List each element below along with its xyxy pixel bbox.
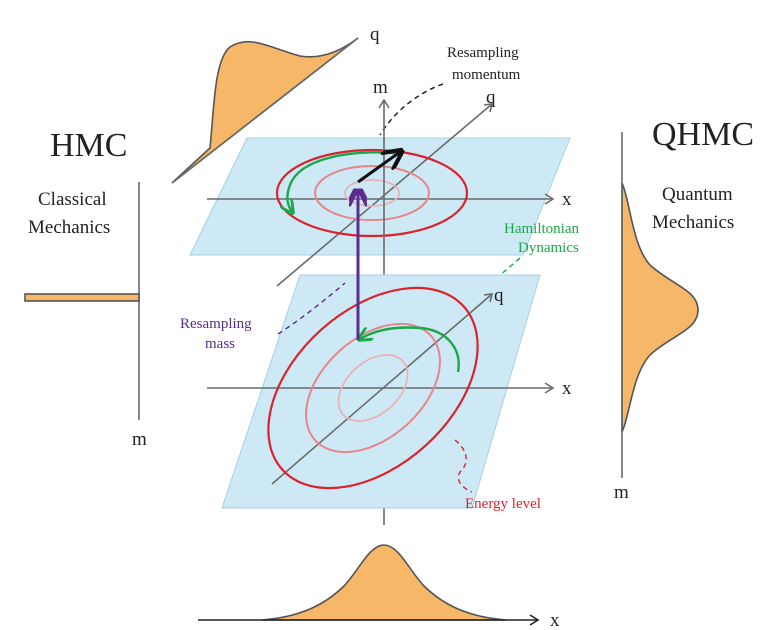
upper-phase-plane [189,137,571,256]
hmc-title: HMC [50,127,127,164]
lower-energy-level-middle [305,322,441,454]
energy-level-label: Energy level [465,496,541,512]
upper-energy-level-outer [275,148,469,238]
center-m-axis-arrow [378,98,390,109]
resampling-momentum-arrow [357,152,400,184]
resampling-mass-line2: mass [205,336,235,352]
classical-mass-distribution [24,293,140,302]
qhmc-title: QHMC [652,116,754,153]
left-m-axis-label: m [132,429,147,450]
upper-energy-level-inner [344,179,400,207]
upper-x-axis-arrow [544,193,555,205]
lower-x-axis-arrow [544,382,555,394]
lower-energy-level-inner [337,354,409,422]
lower-q-axis [271,293,493,485]
resampling-mass-line1: Resampling [180,316,252,332]
classical-label-line1: Classical [38,189,107,210]
lower-q-axis-label: q [494,285,504,306]
lower-energy-level-outer [267,286,479,490]
hamiltonian-leader [424,257,521,323]
upper-q-axis-label: q [486,87,496,108]
lower-hamiltonian-arc [360,326,460,373]
quantum-label-line2: Mechanics [652,212,734,233]
classical-label-line2: Mechanics [28,217,110,238]
hamiltonian-label-line1: Hamiltonian [504,221,579,237]
position-distribution [261,544,507,621]
center-m-axis-label: m [373,77,388,98]
energy-level-leader [454,439,473,493]
top-q-axis [171,37,359,184]
upper-q-axis-arrow [483,103,494,113]
bottom-x-axis-label: x [550,610,560,630]
lower-q-axis-arrow [483,293,494,303]
upper-hamiltonian-arc [287,151,396,212]
quantum-mass-distribution [621,182,699,433]
resampling-mass-leader [277,282,346,335]
right-m-axis-label: m [614,482,629,503]
resampling-momentum-line2: momentum [452,67,521,83]
quantum-label-line1: Quantum [662,184,733,205]
lower-x-axis-label: x [562,378,572,399]
top-q-axis-label: q [370,24,380,45]
lower-phase-plane [221,274,541,509]
resampling-momentum-line1: Resampling [447,45,519,61]
hamiltonian-label-line2: Dynamics [518,240,579,256]
bottom-x-axis-arrow [529,614,540,626]
resampling-momentum-leader [379,83,444,136]
upper-x-axis-label: x [562,189,572,210]
upper-energy-level-middle [314,165,430,221]
